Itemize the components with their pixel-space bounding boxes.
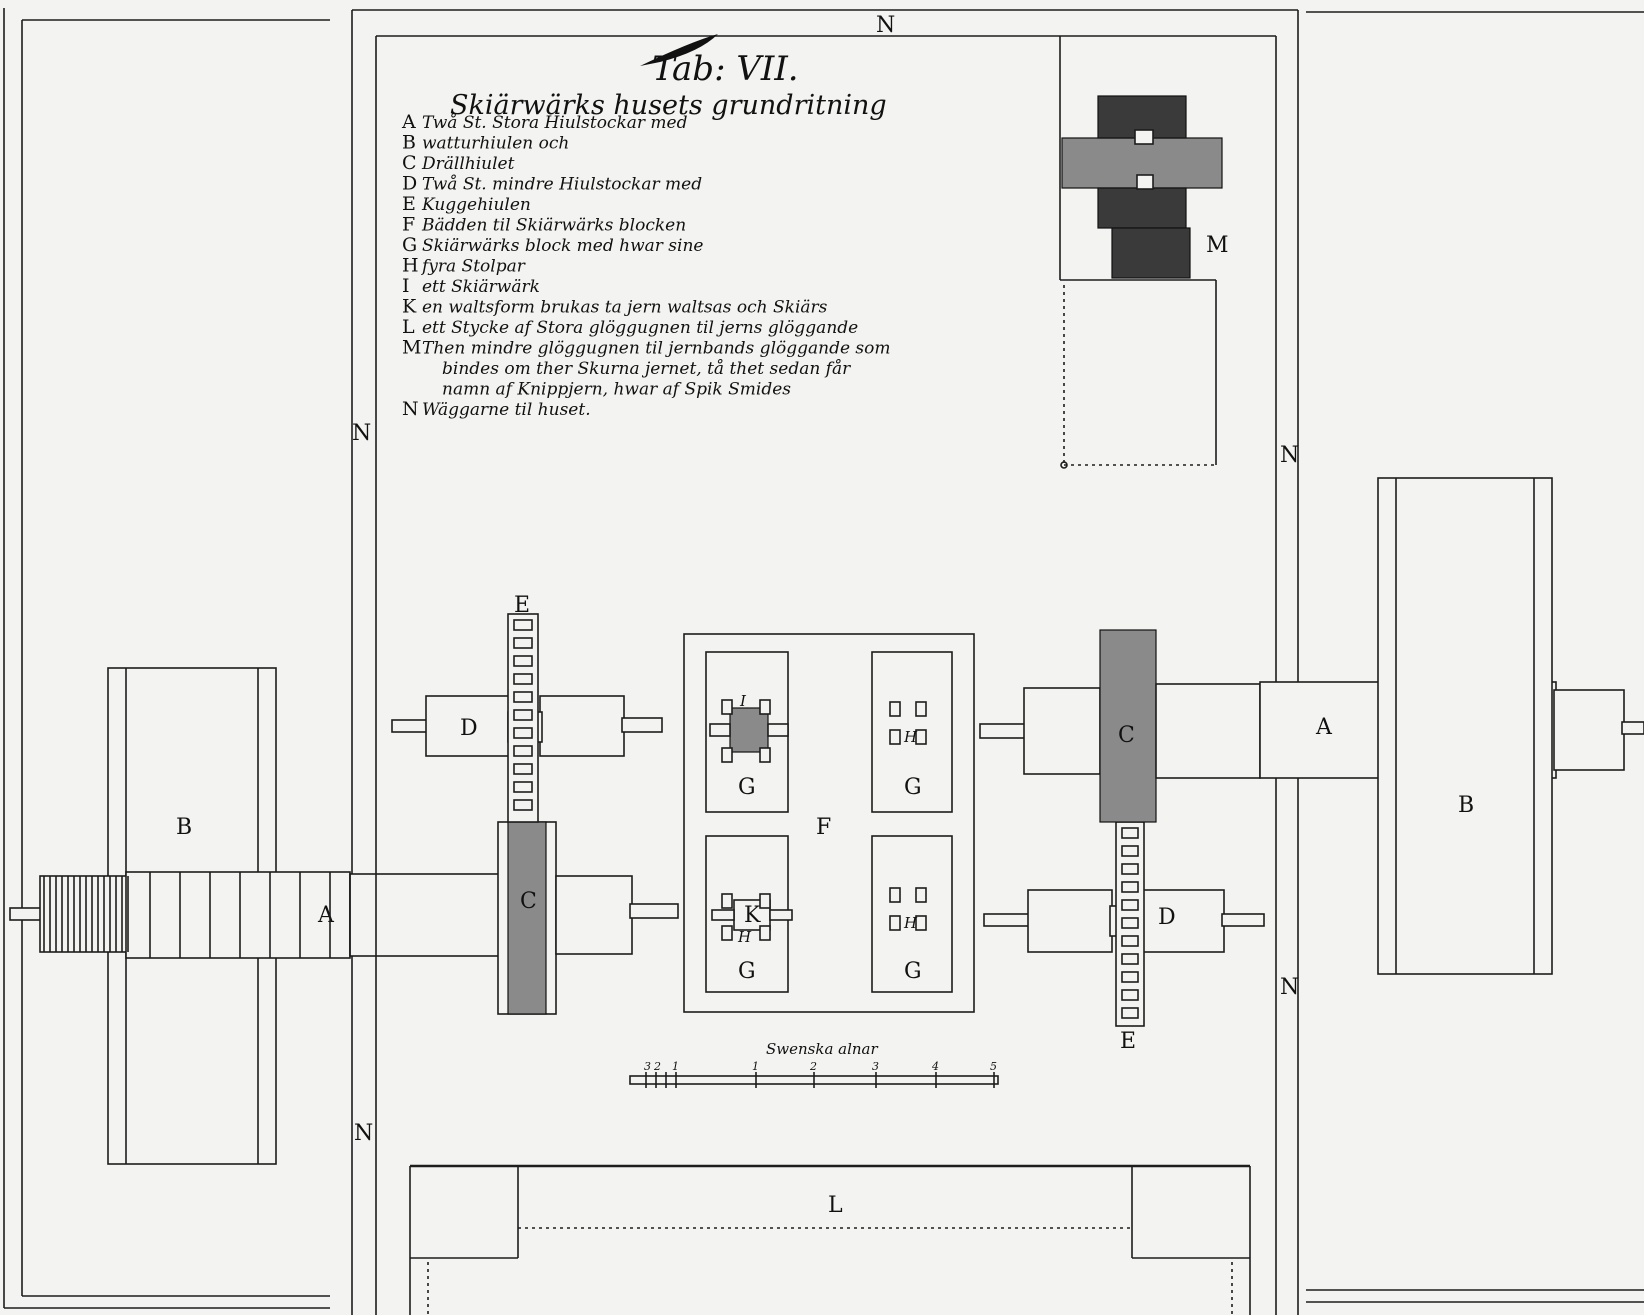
scale-tick-label: 1 — [672, 1060, 679, 1073]
cog-wheel-right: E — [1115, 821, 1145, 1054]
label-b-right: B — [1458, 793, 1474, 818]
label-f: F — [816, 815, 831, 840]
label-a-right: A — [1315, 715, 1333, 740]
legend-text: Skiärwärks block med hwar sine — [422, 236, 703, 256]
legend-key: K — [402, 296, 417, 318]
scale-tick-label: 2 — [809, 1060, 817, 1073]
large-furnace-l: L — [409, 1164, 1251, 1315]
plate-title: Tab: VII. — [652, 49, 799, 89]
label-i: I — [739, 692, 747, 710]
legend-key: G — [402, 234, 417, 256]
label-h-1: H — [903, 728, 918, 746]
legend-text: watturhiulen och — [422, 134, 569, 154]
legend-text: Twå St. Stora Hiulstockar med — [422, 113, 688, 133]
cog-wheel-left: E — [507, 593, 539, 823]
label-c-left: C — [520, 889, 537, 914]
legend-key: L — [402, 316, 415, 338]
label-g-3: G — [738, 959, 756, 984]
label-n-right-lower: N — [1280, 975, 1299, 1000]
label-e-left: E — [514, 593, 530, 618]
label-h-2: H — [903, 914, 918, 932]
main-shaft-left: A — [9, 871, 501, 959]
label-h-3: H — [737, 928, 752, 946]
label-a-left: A — [317, 903, 335, 928]
label-l: L — [828, 1193, 843, 1218]
legend-key: B — [402, 132, 416, 154]
legend-key: F — [402, 214, 415, 236]
label-c-right: C — [1118, 723, 1135, 748]
water-wheel-right: B — [1377, 477, 1553, 975]
label-k: K — [744, 903, 761, 928]
left-sheet-frame — [3, 8, 330, 1309]
legend-text: namn af Knippjern, hwar af Spik Smides — [442, 380, 791, 400]
legend-text: ett Stycke af Stora glöggugnen til jerns… — [422, 318, 858, 338]
label-b-left: B — [176, 815, 192, 840]
scale-tick-label: 5 — [990, 1060, 997, 1073]
label-g-2: G — [904, 775, 922, 800]
label-n-bottom: N — [354, 1121, 373, 1146]
pen-flourish — [640, 34, 718, 66]
legend-key: A — [401, 111, 416, 133]
block-bed-f: F G G G G I K H H H — [683, 633, 975, 1013]
label-m: M — [1206, 233, 1229, 258]
draw-wheel-left: C — [497, 821, 679, 1015]
scale-caption: Swenska alnar — [766, 1040, 878, 1058]
legend-key: N — [402, 398, 419, 420]
legend-text: ett Skiärwärk — [422, 277, 540, 297]
scale-tick-label: 3 — [872, 1060, 879, 1073]
small-furnace-m: M — [1059, 36, 1229, 469]
scale-tick-label: 1 — [752, 1060, 759, 1073]
label-n-right: N — [1280, 443, 1299, 468]
legend-text: Bädden til Skiärwärks blocken — [421, 216, 686, 236]
label-n-top: N — [876, 13, 895, 38]
label-e-right: E — [1120, 1029, 1136, 1054]
scale-tick-label: 2 — [653, 1060, 661, 1073]
legend-key: H — [402, 255, 419, 277]
legend-text: Wäggarne til huset. — [422, 400, 591, 420]
legend-key: C — [402, 152, 417, 174]
legend-text: Kuggehiulen — [421, 195, 531, 215]
legend-text: bindes om ther Skurna jernet, tå thet se… — [442, 359, 851, 379]
legend-text: Then mindre glöggugnen til jernbands glö… — [422, 339, 891, 359]
label-g-1: G — [738, 775, 756, 800]
label-n-left: N — [352, 421, 371, 446]
walls-n — [351, 9, 1299, 1315]
legend-text: Twå St. mindre Hiulstockar med — [422, 175, 702, 195]
right-sheet-frame — [1306, 11, 1644, 1303]
legend-text: fyra Stolpar — [420, 257, 526, 277]
label-d-right: D — [1158, 905, 1176, 930]
legend-key: E — [402, 193, 416, 215]
legend-key: I — [402, 275, 410, 297]
legend-key: D — [402, 173, 417, 195]
label-d-left: D — [460, 716, 478, 741]
legend-text: Drällhiulet — [421, 154, 515, 174]
plan-subtitle: Skiärwärks husets grundritning — [450, 90, 887, 121]
legend-text: en waltsform brukas ta jern waltsas och … — [422, 298, 828, 318]
scale-tick-label: 3 — [644, 1060, 651, 1073]
scale-tick-label: 4 — [931, 1060, 939, 1073]
legend-key: M — [402, 337, 421, 359]
label-g-4: G — [904, 959, 922, 984]
